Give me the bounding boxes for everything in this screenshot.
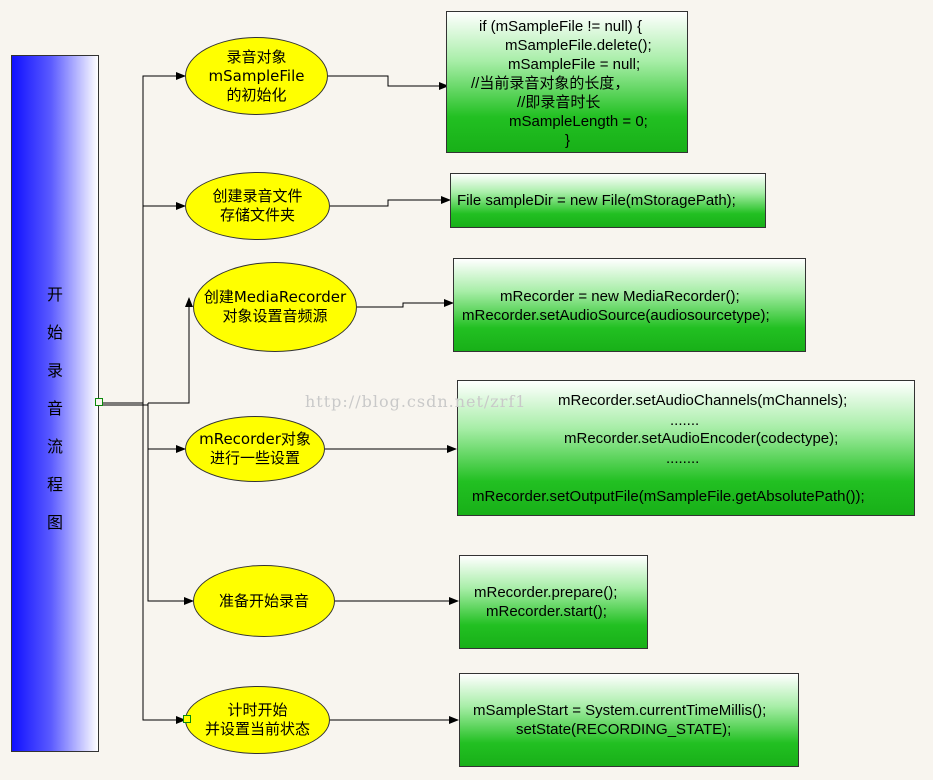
code-line: mRecorder.setAudioEncoder(codectype);	[564, 430, 839, 447]
code-line: mSampleFile.delete();	[505, 37, 652, 54]
code-line: if (mSampleFile != null) {	[479, 18, 642, 35]
step-4-ellipse: mRecorder对象 进行一些设置	[185, 416, 325, 482]
connector-anchor-small	[183, 715, 191, 723]
code-line: //即录音时长	[517, 94, 601, 111]
code-box-3: mRecorder = new MediaRecorder(); mRecord…	[453, 258, 806, 352]
branch-4	[147, 403, 186, 453]
step-6-ellipse: 计时开始 并设置当前状态	[185, 686, 330, 754]
code-line: }	[565, 132, 571, 149]
code-box-6: mSampleStart = System.currentTimeMillis(…	[459, 673, 799, 767]
code-line: mRecorder = new MediaRecorder();	[500, 288, 740, 305]
code-box-5: mRecorder.prepare(); mRecorder.start();	[459, 555, 648, 649]
link-1	[328, 75, 449, 90]
branch-1	[142, 72, 186, 403]
connector-anchor	[95, 398, 103, 406]
code-line: mSampleLength = 0;	[509, 113, 648, 130]
trunk-connector-2	[103, 403, 149, 406]
code-line: mSampleFile = null;	[508, 56, 641, 73]
step-3-ellipse: 创建MediaRecorder 对象设置音频源	[193, 262, 357, 352]
code-box-1: if (mSampleFile != null) { mSampleFile.d…	[446, 11, 688, 153]
code-line: mRecorder.setOutputFile(mSampleFile.getA…	[472, 488, 865, 505]
code-line: mRecorder.setAudioChannels(mChannels);	[558, 392, 848, 409]
code-line: mRecorder.start();	[486, 603, 607, 620]
code-box-4: mRecorder.setAudioChannels(mChannels); .…	[457, 380, 915, 516]
code-line: mRecorder.setAudioSource(audiosourcetype…	[462, 307, 770, 324]
code-line: mSampleStart = System.currentTimeMillis(…	[473, 702, 767, 719]
code-line: mRecorder.prepare();	[474, 584, 618, 601]
step-1-ellipse: 录音对象 mSampleFile 的初始化	[185, 37, 328, 115]
code-line: .......	[670, 412, 700, 429]
step-5-ellipse: 准备开始录音	[193, 565, 335, 637]
link-3	[357, 299, 454, 308]
branch-5	[147, 449, 194, 605]
code-line: File sampleDir = new File(mStoragePath);	[457, 192, 736, 209]
code-line: //当前录音对象的长度，	[471, 75, 630, 92]
watermark: http://blog.csdn.net/zrf1	[305, 392, 527, 411]
start-label: 开 始 录 音 流 程 图	[46, 285, 63, 532]
branch-3	[148, 297, 193, 404]
code-line: ........	[666, 450, 700, 467]
link-2	[330, 196, 451, 207]
step-2-ellipse: 创建录音文件 存储文件夹	[185, 172, 330, 240]
branch-6	[142, 403, 186, 724]
code-line: setState(RECORDING_STATE);	[516, 721, 732, 738]
code-box-2: File sampleDir = new File(mStoragePath);	[450, 173, 766, 228]
